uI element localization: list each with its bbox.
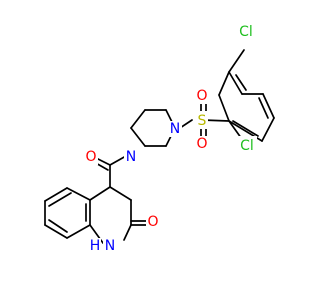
bond bbox=[258, 97, 269, 119]
bond bbox=[109, 186, 132, 201]
bond bbox=[218, 71, 230, 96]
bond bbox=[44, 187, 68, 202]
bond bbox=[48, 219, 68, 233]
bond bbox=[228, 71, 243, 95]
atom-bg bbox=[124, 149, 138, 165]
atom-s: S bbox=[198, 113, 207, 129]
atom-n-piperazine-right: N bbox=[170, 121, 180, 137]
bond bbox=[232, 120, 259, 137]
bond bbox=[95, 157, 111, 166]
bond bbox=[261, 117, 275, 142]
atom-o-lactam: O bbox=[147, 214, 158, 230]
atom-bg bbox=[146, 214, 160, 230]
bond bbox=[109, 155, 127, 166]
atom-o-sulfonyl-top: O bbox=[196, 88, 207, 104]
bond bbox=[89, 186, 111, 201]
atom-bg bbox=[89, 238, 101, 254]
bond bbox=[130, 109, 146, 129]
atom-o-carbonyl: O bbox=[85, 149, 96, 165]
bond bbox=[218, 94, 230, 122]
bond bbox=[130, 127, 146, 147]
atom-bg bbox=[103, 238, 117, 254]
atom-o-sulfonyl-bottom: O bbox=[196, 136, 207, 152]
atom-bg bbox=[196, 111, 208, 129]
bond bbox=[235, 74, 247, 91]
atom-bg bbox=[196, 136, 208, 152]
atom-bg bbox=[84, 149, 98, 165]
atom-bg bbox=[237, 136, 257, 154]
atom-bg bbox=[168, 121, 182, 137]
atom-bg bbox=[236, 22, 256, 40]
atom-label-layer: Cl Cl S O O N N O O N H bbox=[84, 22, 257, 254]
molecule-structure: Cl Cl S O O N N O O N H bbox=[44, 22, 275, 254]
bond bbox=[44, 224, 68, 239]
bond bbox=[228, 49, 245, 73]
bond bbox=[123, 224, 132, 241]
atom-n-lactam: N bbox=[105, 238, 115, 254]
atom-cl-right: Cl bbox=[240, 138, 254, 154]
atom-bg bbox=[196, 88, 208, 104]
bond bbox=[66, 224, 91, 239]
atom-h-lactam: H bbox=[90, 238, 101, 254]
atom-n-piperazine-left: N bbox=[126, 149, 136, 165]
bond bbox=[48, 192, 72, 207]
bond bbox=[262, 93, 275, 119]
atom-cl-top: Cl bbox=[239, 24, 253, 40]
bond bbox=[66, 187, 91, 201]
